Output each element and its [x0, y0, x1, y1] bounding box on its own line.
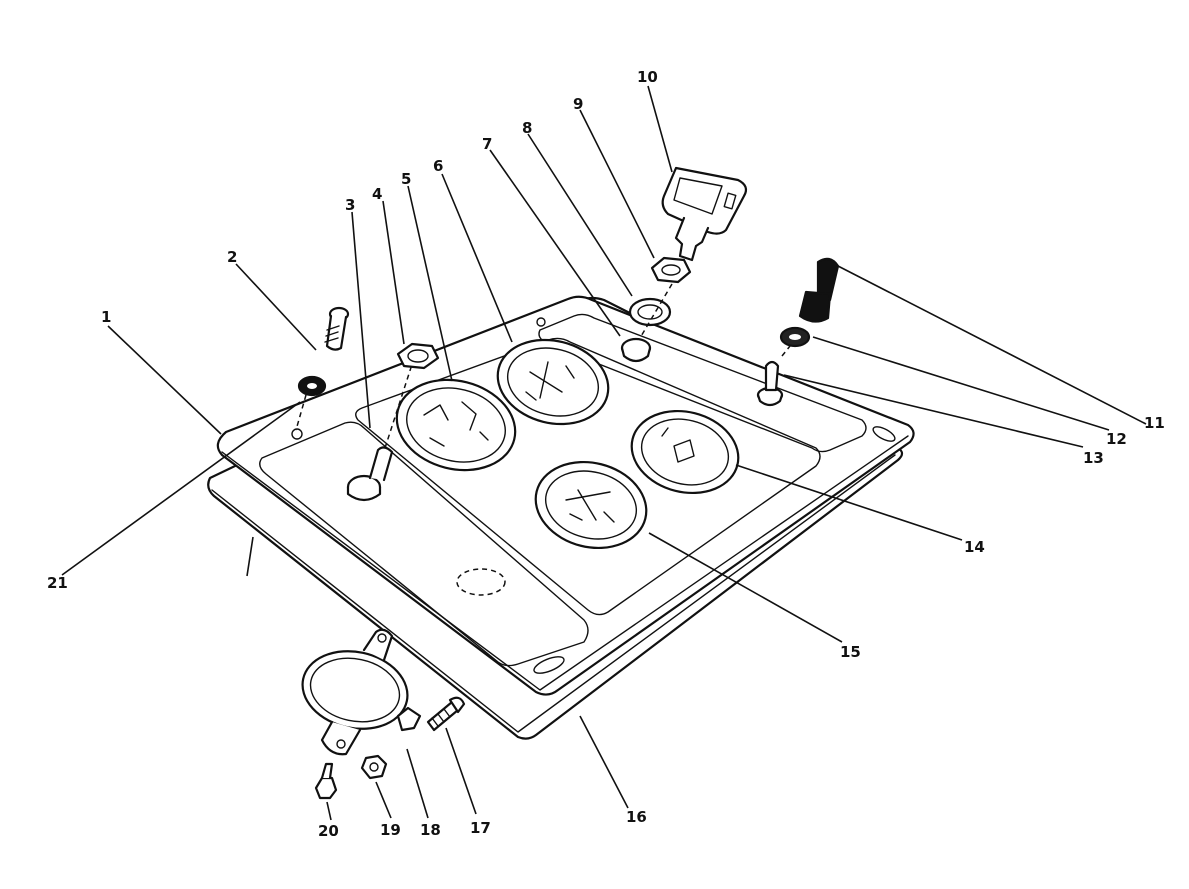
- gauge-6: [496, 338, 610, 426]
- callout-13: 13: [1083, 449, 1104, 467]
- callout-16: 16: [626, 808, 647, 826]
- callout-7: 7: [482, 135, 492, 153]
- callout-17: 17: [470, 819, 491, 837]
- screw-2: [324, 306, 350, 351]
- screw-20: [314, 762, 338, 800]
- clamp-18: [301, 628, 422, 756]
- callout-numbers: 1 2 3 4 5 6 7 8 9 10 11 12 13 14 15 16 1…: [47, 68, 1165, 840]
- callout-10: 10: [637, 68, 658, 86]
- washer-21: [295, 375, 327, 431]
- screw-17: [426, 696, 466, 732]
- nut-4: [396, 342, 440, 370]
- callout-21: 21: [47, 574, 68, 592]
- callout-12: 12: [1106, 430, 1127, 448]
- callout-11: 11: [1144, 414, 1165, 432]
- callout-3: 3: [345, 196, 355, 214]
- toggle-switch-3: [346, 351, 417, 502]
- leader-lines: [61, 85, 1147, 821]
- key-10: [661, 166, 748, 262]
- boot-11: [798, 257, 840, 323]
- callout-4: 4: [372, 185, 382, 203]
- callout-8: 8: [522, 119, 532, 137]
- callout-5: 5: [401, 170, 411, 188]
- callout-2: 2: [227, 248, 237, 266]
- toggle-switch-13: [756, 345, 791, 407]
- callout-18: 18: [420, 821, 441, 839]
- callout-14: 14: [964, 538, 985, 556]
- callout-6: 6: [433, 157, 443, 175]
- callout-20: 20: [318, 822, 339, 840]
- callout-1: 1: [101, 308, 111, 326]
- callout-15: 15: [840, 643, 861, 661]
- gauge-15: [534, 460, 648, 550]
- gauge-5: [395, 378, 517, 472]
- ring-8: [628, 297, 672, 327]
- nut-9: [650, 256, 692, 284]
- nut-19: [360, 754, 388, 780]
- switch-body-7: [620, 283, 673, 363]
- callout-9: 9: [573, 95, 583, 113]
- nut-12: [779, 326, 811, 348]
- callout-19: 19: [380, 821, 401, 839]
